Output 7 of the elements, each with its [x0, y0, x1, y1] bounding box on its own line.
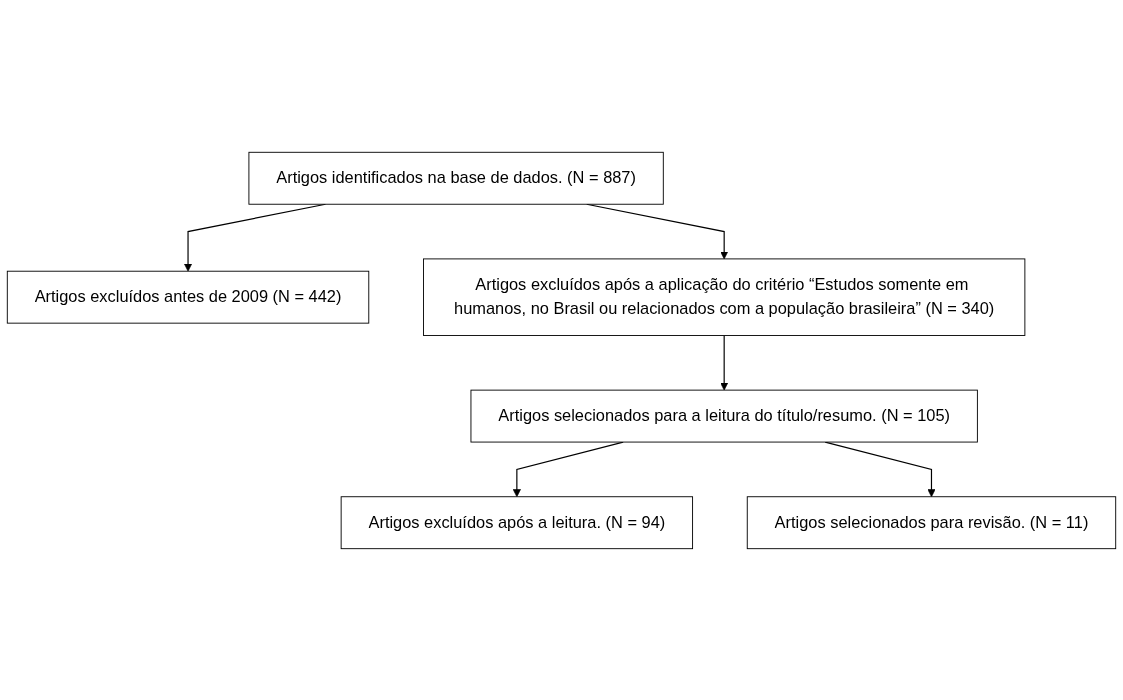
node-box: Artigos identificados na base de dados. (N = 887)	[248, 151, 664, 205]
node-box: Artigos excluídos após a aplicação do critério “Estudos somente em humanos, no Brasil ou relacionados com a população brasileira” (N = 340)	[423, 257, 1026, 336]
node-box: Artigos excluídos antes de 2009 (N = 442)	[6, 270, 370, 324]
arrow	[720, 334, 729, 390]
node-box: Artigos excluídos após a leitura. (N = 94)	[340, 495, 694, 549]
node-box: Artigos selecionados para a leitura do título/resumo. (N = 105)	[470, 389, 978, 443]
node-box: Artigos selecionados para revisão. (N = 11)	[746, 495, 1117, 549]
